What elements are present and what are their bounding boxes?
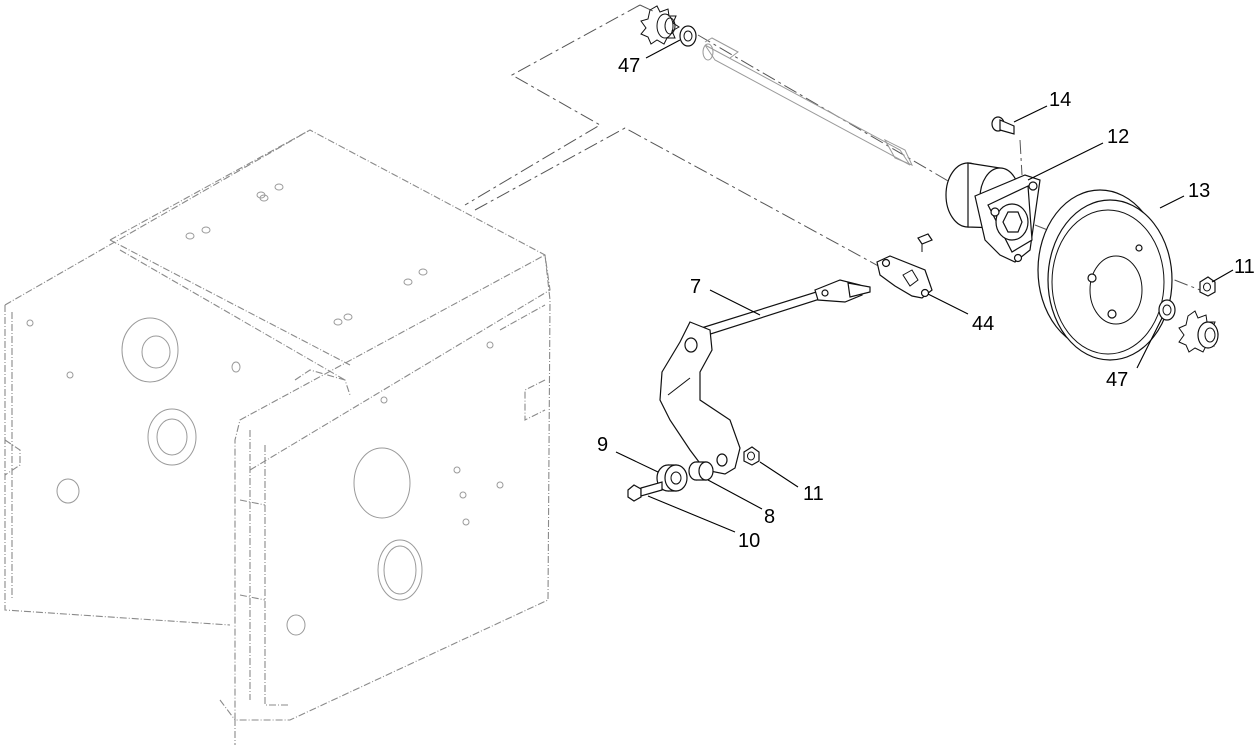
callout-11-right: 11 — [1234, 256, 1255, 278]
frame-housing-ghost — [4, 129, 551, 745]
callout-12: 12 — [1107, 126, 1129, 148]
roller-9 — [656, 464, 688, 492]
hub-12 — [945, 162, 1041, 263]
callout-7: 7 — [690, 276, 701, 298]
sprocket-top — [640, 5, 680, 45]
callout-14: 14 — [1049, 89, 1071, 111]
callout-11-low: 11 — [803, 483, 824, 505]
sprocket-low — [1178, 310, 1219, 353]
washer-top-47 — [679, 25, 697, 47]
nut-11-right — [1199, 276, 1216, 297]
bolt-14 — [991, 116, 1015, 135]
callout-47-low: 47 — [1106, 369, 1128, 391]
nut-11-low — [743, 446, 760, 466]
washer-low-47 — [1158, 299, 1176, 321]
shaft-ghost — [702, 37, 913, 166]
bolt-10 — [627, 481, 663, 502]
callout-8: 8 — [764, 506, 775, 528]
callout-13: 13 — [1188, 180, 1210, 202]
callout-labels: 47 14 12 13 11 47 7 44 9 11 8 10 — [597, 55, 1255, 552]
leader-lines — [615, 39, 1234, 533]
callout-10: 10 — [738, 530, 760, 552]
callout-47-top: 47 — [618, 55, 640, 77]
spacer-8 — [688, 461, 714, 481]
lever-rod-7 — [659, 279, 871, 475]
callout-9: 9 — [597, 434, 608, 456]
callout-44: 44 — [972, 313, 994, 335]
bracket-44 — [876, 233, 933, 299]
pulley-13 — [1037, 189, 1173, 361]
